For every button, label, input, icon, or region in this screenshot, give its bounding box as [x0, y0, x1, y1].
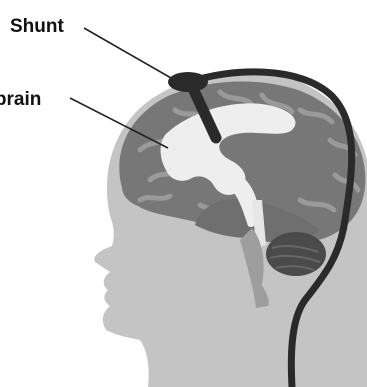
brain-label: n brain: [0, 90, 41, 109]
shunt-valve: [168, 72, 208, 92]
shunt-leader-line: [84, 28, 178, 82]
shunt-label: Shunt: [10, 17, 64, 36]
cerebellum: [266, 232, 326, 276]
